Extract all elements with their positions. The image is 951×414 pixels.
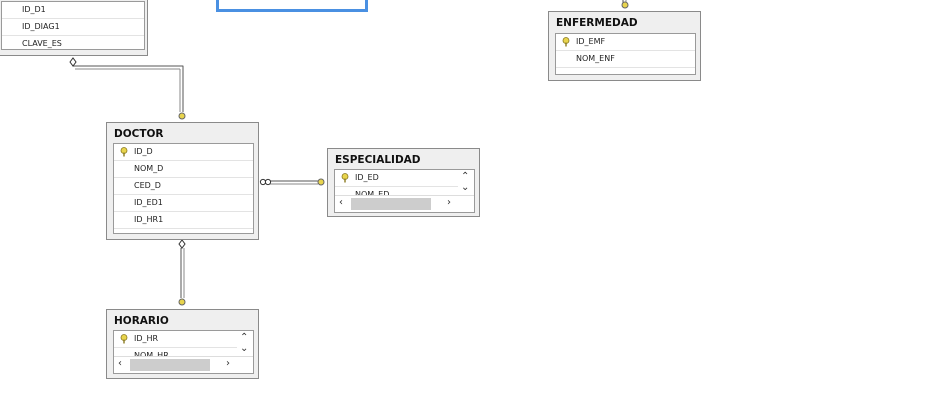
scroll-thumb[interactable] [130, 359, 210, 371]
horizontal-scrollbar[interactable]: ‹ › [114, 356, 253, 373]
column-name: NOM_ED [355, 190, 389, 199]
column-row[interactable]: ID_D1 [2, 2, 144, 19]
columns-list: ID_HR NOM_HR ⌃ ⌄ ‹ › [113, 330, 254, 374]
key-icon [120, 334, 128, 344]
scroll-thumb[interactable] [351, 198, 431, 210]
relationship-topleft-doctor[interactable] [69, 57, 186, 120]
column-row[interactable]: ID_ED1 [114, 195, 253, 212]
column-row[interactable]: ID_EMF [556, 34, 695, 51]
column-name: ID_HR [134, 334, 159, 343]
column-name: ID_D [134, 147, 153, 156]
column-name: NOM_D [134, 164, 164, 173]
chevron-left-icon[interactable]: ‹ [339, 197, 343, 208]
column-name: CLAVE_ES [22, 39, 62, 48]
table-title: DOCTOR [114, 128, 164, 140]
chevron-down-icon[interactable]: ⌄ [240, 343, 249, 354]
chevron-down-icon[interactable]: ⌄ [461, 182, 470, 193]
chevron-right-icon[interactable]: › [226, 358, 230, 369]
column-name: NOM_HR [134, 351, 169, 360]
chevron-left-icon[interactable]: ‹ [118, 358, 122, 369]
many-end-icon [69, 57, 77, 67]
chevron-right-icon[interactable]: › [447, 197, 451, 208]
relationship-doctor-especialidad[interactable] [259, 178, 325, 186]
vertical-scrollbar[interactable]: ⌃ ⌄ [237, 331, 253, 357]
columns-list: ID_D1 ID_DIAG1 CLAVE_ES [1, 1, 145, 50]
table-title: ENFERMEDAD [556, 17, 638, 29]
vertical-scrollbar[interactable]: ⌃ ⌄ [458, 170, 474, 196]
key-icon [562, 37, 570, 47]
column-name: ID_ED1 [134, 198, 163, 207]
column-name: ID_EMF [576, 37, 606, 46]
selected-table-frame[interactable] [216, 0, 368, 12]
column-row[interactable]: ID_HR1 [114, 212, 253, 229]
columns-list: ID_ED NOM_ED ⌃ ⌄ ‹ › [334, 169, 475, 213]
column-name: ID_DIAG1 [22, 22, 60, 31]
chevron-up-icon[interactable]: ⌃ [240, 332, 249, 343]
table-especialidad[interactable]: ESPECIALIDAD ID_ED NOM_ED ⌃ ⌄ ‹ › [327, 148, 480, 217]
column-name: ID_ED [355, 173, 379, 182]
column-row[interactable]: CED_D [114, 178, 253, 195]
key-icon [120, 147, 128, 157]
column-row[interactable]: CLAVE_ES [2, 36, 144, 49]
table-enfermedad[interactable]: ENFERMEDAD ID_EMF NOM_ENF [548, 11, 701, 81]
columns-list: ID_D NOM_D CED_D ID_ED1 ID_HR1 [113, 143, 254, 234]
chevron-up-icon[interactable]: ⌃ [461, 171, 470, 182]
table-doctor[interactable]: DOCTOR ID_D NOM_D CED_D ID_ED1 ID_HR1 [106, 122, 259, 240]
relationship-enfermedad-top[interactable] [621, 0, 629, 9]
table-title: ESPECIALIDAD [335, 154, 421, 166]
column-name: ID_D1 [22, 5, 46, 14]
table-top-left[interactable]: ID_D1 ID_DIAG1 CLAVE_ES [0, 0, 148, 56]
column-name: CED_D [134, 181, 161, 190]
horizontal-scrollbar[interactable]: ‹ › [335, 195, 474, 212]
table-title: HORARIO [114, 315, 169, 327]
column-row[interactable]: ID_HR [114, 331, 237, 348]
column-name: ID_HR1 [134, 215, 164, 224]
key-icon [341, 173, 349, 183]
column-row[interactable]: ID_DIAG1 [2, 19, 144, 36]
column-row[interactable]: NOM_D [114, 161, 253, 178]
relationship-doctor-horario[interactable] [178, 239, 186, 306]
table-horario[interactable]: HORARIO ID_HR NOM_HR ⌃ ⌄ ‹ › [106, 309, 259, 379]
column-row[interactable]: ID_ED [335, 170, 458, 187]
column-row[interactable]: NOM_ENF [556, 51, 695, 68]
column-row[interactable]: ID_D [114, 144, 253, 161]
columns-list: ID_EMF NOM_ENF [555, 33, 696, 75]
key-end-icon [178, 112, 186, 120]
column-name: NOM_ENF [576, 54, 615, 63]
